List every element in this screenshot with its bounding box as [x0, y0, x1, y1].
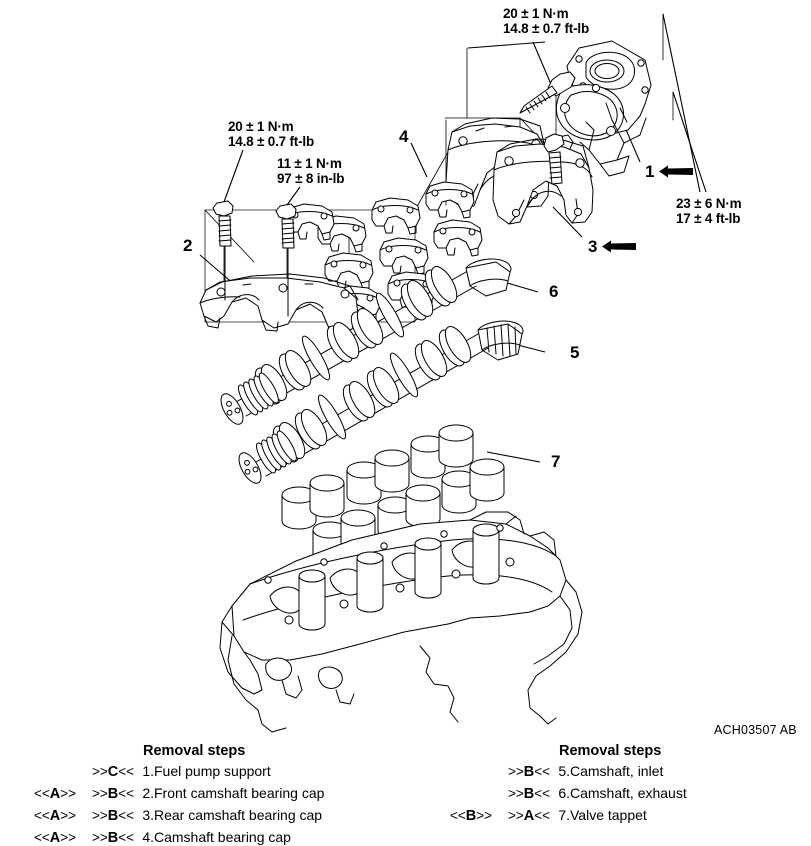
- torque-value-ftlb: 14.8 ± 0.7 ft-lb: [228, 134, 314, 149]
- callout-7-label: 7: [551, 452, 561, 471]
- removal-steps-right-table: >>B<< 5. Camshaft, inlet >>B<< 6. Camsha…: [418, 762, 687, 828]
- step-description: Camshaft bearing cap: [154, 829, 291, 845]
- step-index: 6.: [558, 785, 570, 801]
- step-mark-b: >>B<<: [91, 830, 134, 846]
- torque-value-ftlb: 14.8 ± 0.7 ft-lb: [503, 21, 589, 36]
- callout-6: 6: [549, 283, 558, 300]
- step-index: 7.: [558, 807, 570, 823]
- leader-3: [552, 206, 583, 238]
- step-description: Fuel pump support: [154, 763, 271, 779]
- step-index: 2.: [142, 785, 154, 801]
- callout-7: 7: [551, 453, 560, 470]
- cap-bolts-left: [212, 200, 297, 317]
- step-mark-b: >>A<<: [507, 808, 550, 824]
- drawing-reference-code: ACH03507 AB: [714, 723, 797, 737]
- step-index: 3.: [142, 807, 154, 823]
- torque-value-ftlb: 97 ± 8 in-lb: [277, 171, 345, 186]
- step-description: Front camshaft bearing cap: [154, 785, 325, 801]
- callout-3: 3: [588, 237, 637, 256]
- step-mark-b: >>B<<: [91, 808, 134, 824]
- torque-spec-left-lower: 11 ± 1 N·m 97 ± 8 in-lb: [277, 156, 344, 186]
- step-index: 4.: [142, 829, 154, 845]
- step-mark-a: [8, 762, 76, 784]
- cylinder-head: [219, 511, 583, 733]
- removal-step-row: <<A>> >>B<< 2. Front camshaft bearing ca…: [8, 784, 324, 806]
- step-mark-a: [418, 784, 492, 806]
- leader-lines: [223, 13, 707, 206]
- step-mark-a: <<A>>: [33, 808, 76, 824]
- step-description: Valve tappet: [570, 807, 647, 823]
- removal-step-row: <<A>> >>B<< 3. Rear camshaft bearing cap: [8, 806, 324, 828]
- callout-5: 5: [570, 344, 579, 361]
- callout-3-label: 3: [588, 237, 598, 256]
- removal-steps-left-title: Removal steps: [143, 743, 246, 759]
- removal-step-row: >>C<< 1. Fuel pump support: [8, 762, 324, 784]
- torque-value-ftlb: 17 ± 4 ft-lb: [676, 211, 741, 226]
- step-mark-b: >>C<<: [91, 764, 134, 780]
- callout-4-label: 4: [399, 127, 409, 146]
- step-mark-a: <<A>>: [33, 830, 76, 846]
- callout-6-label: 6: [549, 282, 559, 301]
- bearing-cap-bolt-upper: [543, 133, 565, 185]
- step-index: 1.: [142, 763, 154, 779]
- step-description: Camshaft, exhaust: [570, 785, 687, 801]
- leader-2: [199, 254, 236, 286]
- removal-step-row: >>B<< 6. Camshaft, exhaust: [418, 784, 687, 806]
- callout-2-label: 2: [183, 236, 193, 255]
- removal-step-row: <<A>> >>B<< 4. Camshaft bearing cap: [8, 828, 324, 846]
- step-description: Rear camshaft bearing cap: [154, 807, 323, 823]
- camshaft-inlet: [238, 320, 524, 484]
- step-mark-a: <<A>>: [33, 786, 76, 802]
- step-mark-b: >>B<<: [507, 786, 550, 802]
- torque-value-nm: 23 ± 6 N·m: [676, 196, 742, 211]
- leader-7: [486, 451, 541, 463]
- callout-5-label: 5: [570, 343, 580, 362]
- torque-spec-left-upper: 20 ± 1 N·m 14.8 ± 0.7 ft-lb: [228, 119, 314, 149]
- removal-steps-left: Removal steps >>C<< 1. Fuel pump support…: [8, 743, 428, 846]
- torque-value-nm: 20 ± 1 N·m: [228, 119, 294, 134]
- torque-spec-top-center: 20 ± 1 N·m 14.8 ± 0.7 ft-lb: [503, 6, 589, 36]
- callout-1-label: 1: [645, 162, 655, 181]
- reference-wedge-icon: [602, 240, 637, 253]
- removal-step-row: >>B<< 5. Camshaft, inlet: [418, 762, 687, 784]
- callout-2: 2: [183, 237, 192, 254]
- step-mark-a: [418, 762, 492, 784]
- removal-steps-right-title: Removal steps: [559, 743, 662, 759]
- fuel-pump-support-part: [555, 40, 652, 177]
- torque-value-nm: 11 ± 1 N·m: [277, 156, 342, 171]
- front-camshaft-bearing-cap: [492, 138, 594, 225]
- removal-steps-right: Removal steps >>B<< 5. Camshaft, inlet >…: [418, 743, 808, 828]
- step-mark-b: >>B<<: [507, 764, 550, 780]
- removal-steps-left-table: >>C<< 1. Fuel pump support <<A>> >>B<< 2…: [8, 762, 324, 846]
- camshaft-exhaust: [220, 258, 512, 425]
- reference-wedge-icon: [659, 165, 694, 178]
- step-description: Camshaft, inlet: [570, 763, 664, 779]
- torque-value-nm: 20 ± 1 N·m: [503, 6, 569, 21]
- leader-4: [410, 142, 428, 178]
- step-mark-a: <<B>>: [449, 808, 492, 824]
- step-index: 5.: [558, 763, 570, 779]
- callout-1: 1: [645, 162, 694, 181]
- torque-spec-right: 23 ± 6 N·m 17 ± 4 ft-lb: [676, 196, 742, 226]
- removal-step-row: <<B>> >>A<< 7. Valve tappet: [418, 806, 687, 828]
- callout-4: 4: [399, 128, 408, 145]
- step-mark-b: >>B<<: [91, 786, 134, 802]
